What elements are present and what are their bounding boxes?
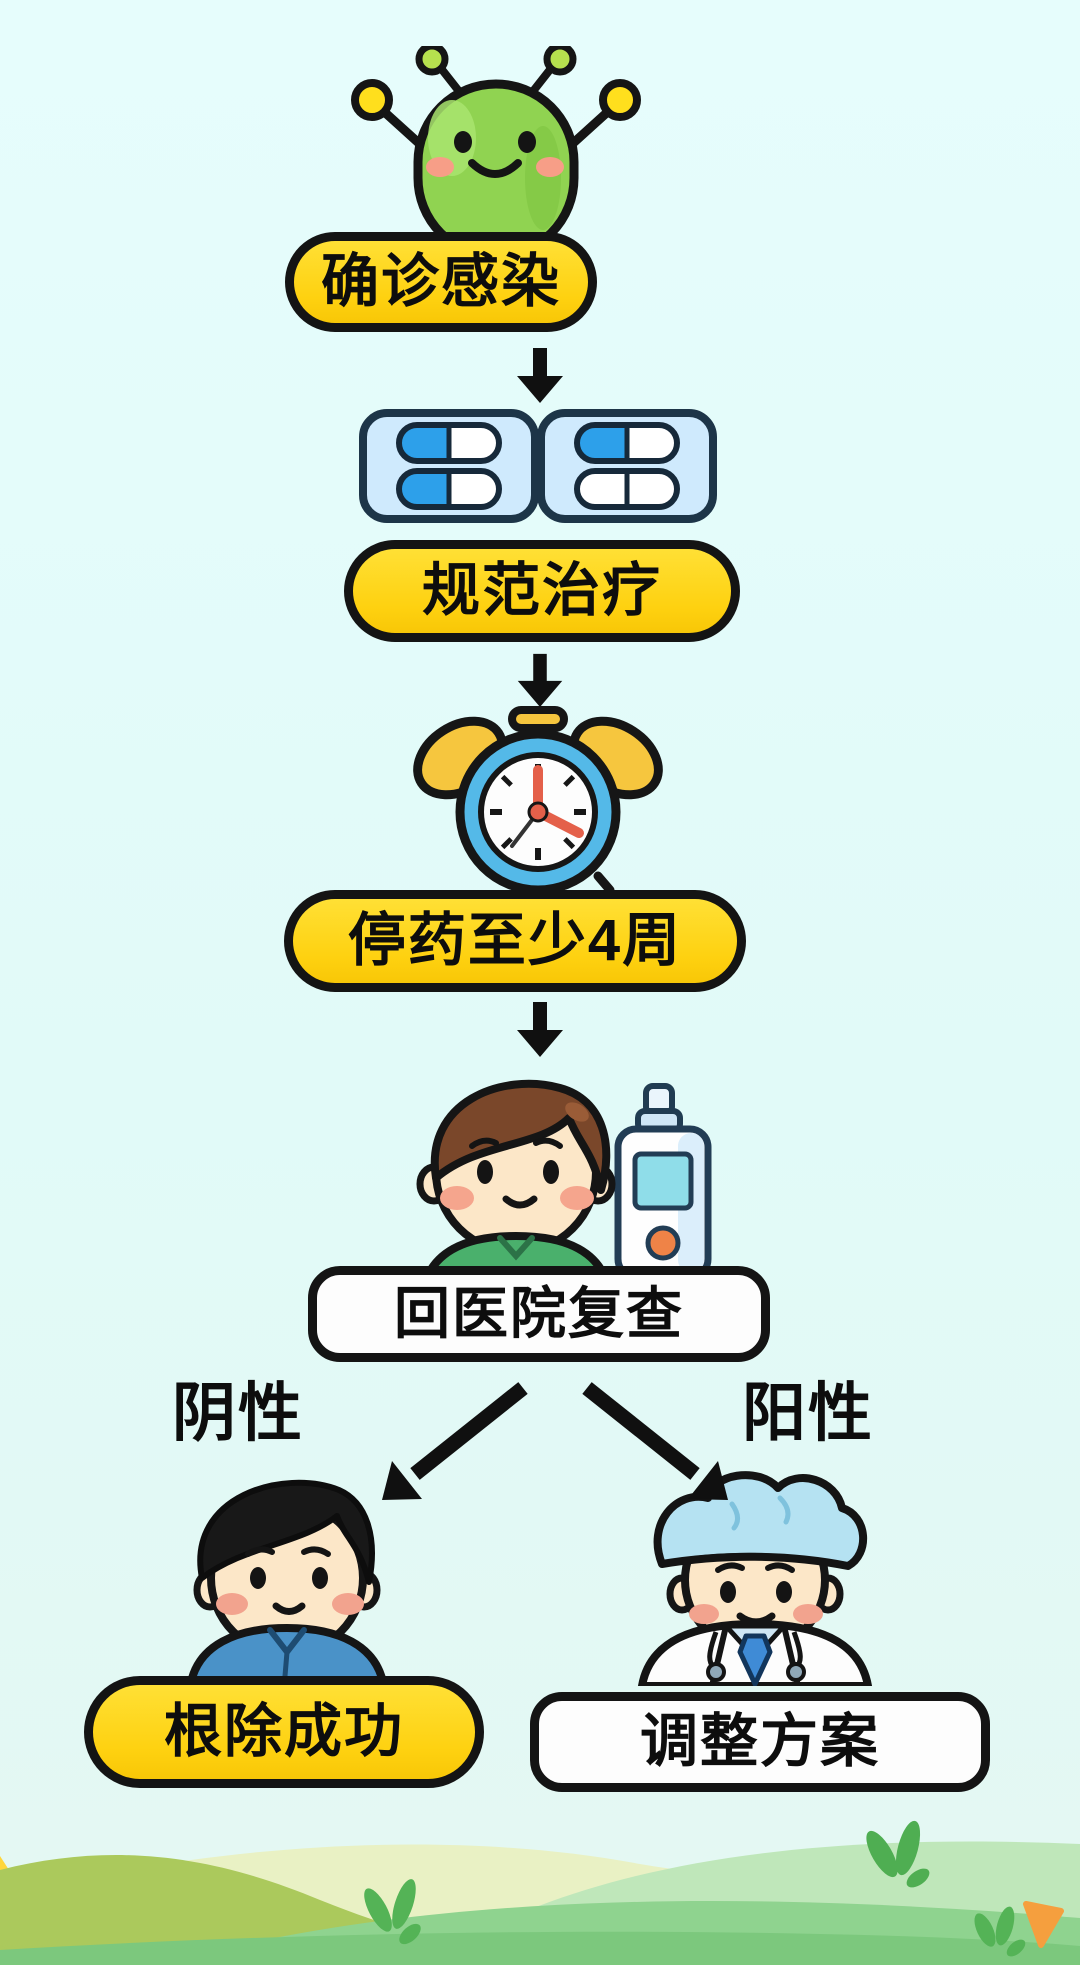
step-badge-hospital-recheck: 回医院复查 [308, 1266, 770, 1362]
result-badge-adjust-plan: 调整方案 [530, 1692, 990, 1792]
patient-breath-test-icon [416, 1079, 712, 1296]
step-label: 确诊感染 [320, 249, 561, 314]
down-arrow-icon [517, 653, 563, 708]
result-label: 根除成功 [163, 1699, 404, 1764]
capsule [396, 468, 502, 510]
capsule [574, 468, 680, 510]
step-label: 停药至少4周 [347, 908, 683, 973]
diagonal-arrow-left-icon [382, 1382, 528, 1500]
carrot [1023, 1901, 1064, 1948]
capsule [396, 422, 502, 464]
hills-landscape [0, 1820, 1080, 1965]
diagonal-arrow-right-icon [582, 1382, 728, 1500]
pill-blister-icon [359, 409, 717, 523]
down-arrow-icon [517, 1002, 563, 1057]
result-badge-eradication-success: 根除成功 [84, 1676, 484, 1788]
breath-test-device [614, 1083, 712, 1281]
result-label: 调整方案 [639, 1709, 880, 1774]
sprout [364, 1879, 421, 1945]
step-label: 规范治疗 [421, 558, 662, 623]
positive-text: 阳性 [742, 1377, 874, 1449]
recovered-person-icon [185, 1479, 389, 1688]
germ-icon [351, 46, 641, 256]
capsule [574, 422, 680, 464]
step-badge-standard-treatment: 规范治疗 [344, 540, 740, 642]
sprout [974, 1906, 1026, 1957]
down-arrow-icon [517, 348, 563, 403]
step-badge-confirm-infection: 确诊感染 [285, 232, 597, 332]
alarm-clock-icon [413, 706, 663, 895]
branch-label-positive: 阳性 [742, 1362, 874, 1454]
step-label: 回医院复查 [394, 1282, 684, 1345]
sprout [866, 1820, 930, 1888]
negative-text: 阴性 [172, 1377, 304, 1449]
branch-label-negative: 阴性 [172, 1362, 304, 1454]
step-badge-stop-medication: 停药至少4周 [284, 890, 746, 992]
